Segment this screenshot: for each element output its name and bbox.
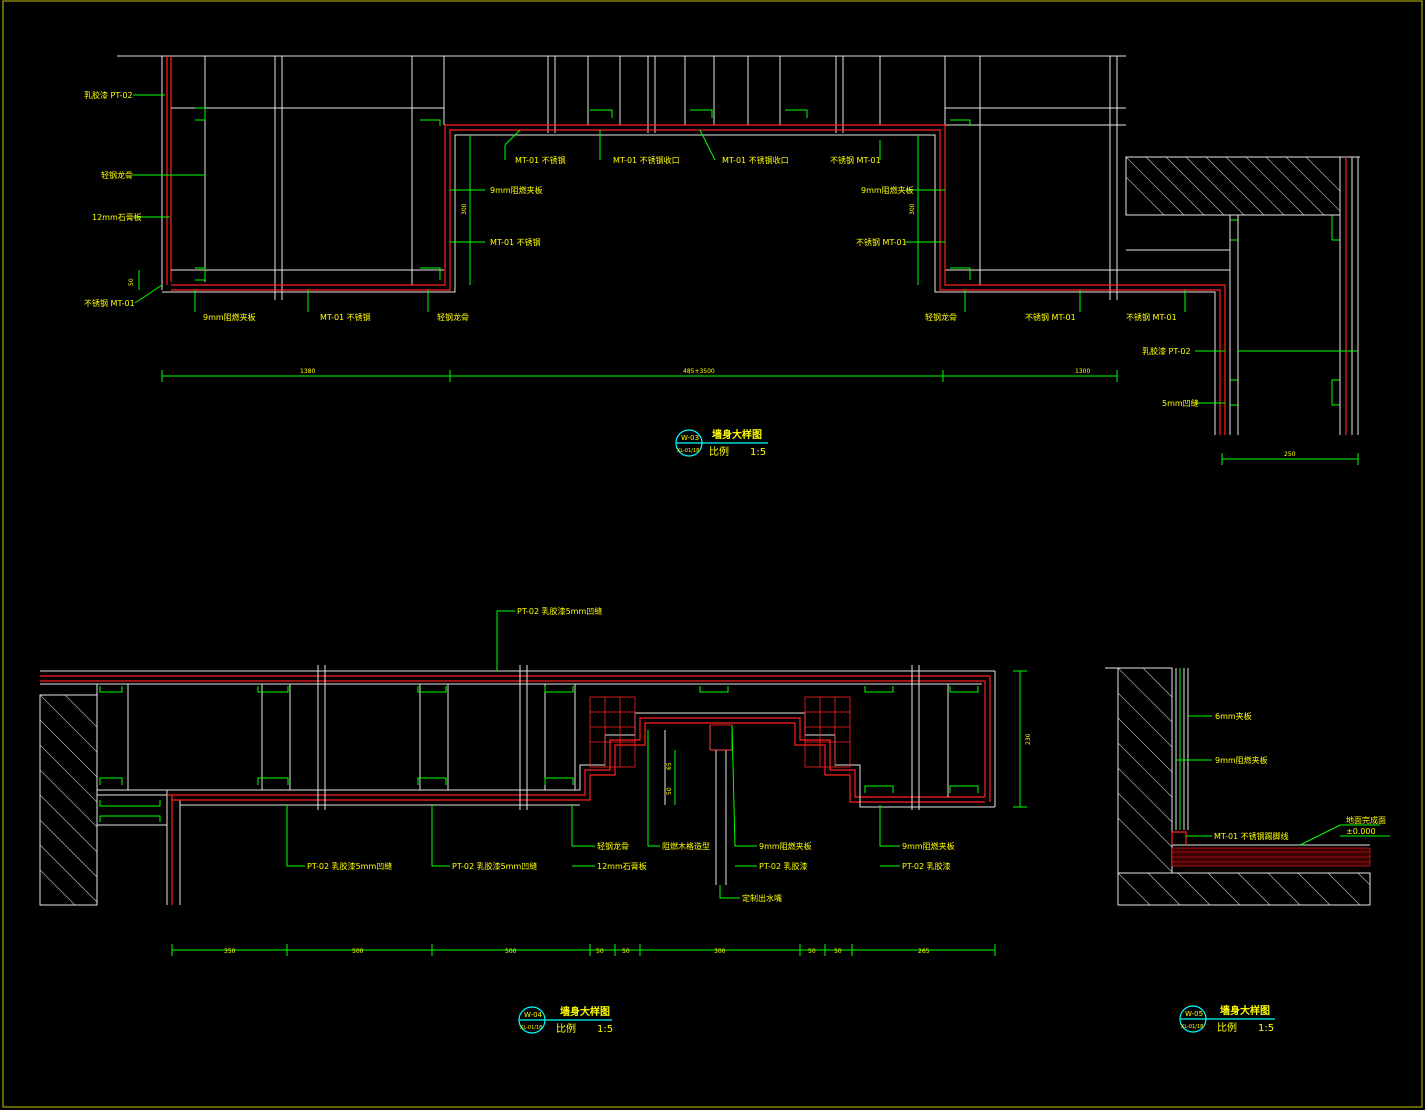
dim-6: 50 — [128, 278, 135, 286]
label-d2-plywood-1: 9mm阻燃夹板 — [759, 841, 812, 851]
label-plywood-1: 9mm阻燃夹板 — [490, 185, 543, 195]
title-w04: 墙身大样图 — [560, 1005, 610, 1018]
label-light-steel: 轻钢龙骨 — [101, 170, 133, 180]
label-d2-plywood-2: 9mm阻燃夹板 — [902, 841, 955, 851]
tag-w04: W-04 — [524, 1011, 543, 1019]
label-mt01-4: MT-01 不锈钢收口 — [722, 155, 789, 165]
label-plywood-3: 9mm阻燃夹板 — [203, 312, 256, 322]
label-d3-plywood-6: 6mm夹板 — [1215, 711, 1252, 721]
tag-w04-sheet: XL-01/18 — [520, 1025, 542, 1031]
d2-dim-2: 500 — [352, 948, 364, 955]
label-gypsum-12: 12mm石膏板 — [92, 212, 142, 222]
d2-dim-3: 500 — [505, 948, 517, 955]
d2-dim-10: 230 — [1025, 733, 1032, 745]
label-d2-pt02-2: PT-02 乳胶漆5mm凹缝 — [452, 861, 537, 871]
label-mt01-5: 不锈钢 MT-01 — [830, 155, 881, 165]
label-mt01-6: MT-01 不锈钢 — [490, 237, 541, 247]
label-light-steel-2: 轻钢龙骨 — [437, 312, 469, 322]
d2-dim-6: 300 — [714, 948, 726, 955]
label-d3-floor: 地面完成面 — [1346, 815, 1386, 825]
d2-dim-1: 350 — [224, 948, 236, 955]
label-mt01-1: 不锈钢 MT-01 — [84, 298, 135, 308]
dim-2: 485+3500 — [683, 368, 715, 375]
label-d2-steel: 轻钢龙骨 — [597, 841, 629, 851]
drawing-w05: 6mm夹板 9mm阻燃夹板 MT-01 不锈钢踢脚线 地面完成面 ±0.000 … — [1105, 667, 1390, 1034]
d2-dim-9: 265 — [918, 948, 930, 955]
label-d3-plywood-9: 9mm阻燃夹板 — [1215, 755, 1268, 765]
dim-4: 300 — [461, 203, 468, 215]
label-mt01-2: MT-01 不锈钢 — [515, 155, 566, 165]
drawing-w03: 乳胶漆 PT-02 轻钢龙骨 12mm石膏板 不锈钢 MT-01 MT-01 不… — [84, 55, 1360, 465]
label-light-steel-3: 轻钢龙骨 — [925, 312, 957, 322]
label-d2-pt02-3: PT-02 乳胶漆 — [759, 861, 808, 871]
label-d2-spout: 定制出水嘴 — [742, 893, 782, 903]
label-mt01-3: MT-01 不锈钢收口 — [613, 155, 680, 165]
dim-7: 250 — [1284, 451, 1296, 458]
label-pt02-1: 乳胶漆 PT-02 — [84, 90, 133, 100]
d2-dim-5: 50 — [622, 948, 630, 955]
label-mt01-10: 不锈钢 MT-01 — [1126, 312, 1177, 322]
drawing-w04: PT-02 乳胶漆5mm凹缝 PT-02 乳胶漆5mm凹缝 PT-02 乳胶漆5… — [39, 606, 1032, 1035]
label-d2-pt02-top: PT-02 乳胶漆5mm凹缝 — [517, 606, 602, 616]
label-mt01-9: 不锈钢 MT-01 — [1025, 312, 1076, 322]
scale-label-w03: 比例 — [709, 445, 729, 458]
title-w05: 墙身大样图 — [1220, 1004, 1270, 1017]
tag-w05-sheet: XL-01/18 — [1181, 1024, 1203, 1030]
dim-3: 1300 — [1075, 368, 1090, 375]
label-d2-gypsum: 12mm石膏板 — [597, 861, 647, 871]
label-groove: 5mm凹缝 — [1162, 398, 1199, 408]
dim-1: 1380 — [300, 368, 315, 375]
label-d3-elevation: ±0.000 — [1346, 827, 1376, 836]
tag-w03-sheet: XL-01/18 — [677, 448, 699, 454]
tag-w05: W-05 — [1185, 1010, 1203, 1018]
dim-5: 300 — [909, 203, 916, 215]
scale-label-w05: 比例 — [1217, 1021, 1237, 1034]
label-mt01-8: MT-01 不锈钢 — [320, 312, 371, 322]
d2-dim-12: 50 — [666, 787, 673, 795]
d2-dim-7: 50 — [808, 948, 816, 955]
label-d2-pt02-1: PT-02 乳胶漆5mm凹缝 — [307, 861, 392, 871]
d2-dim-11: 65 — [666, 762, 673, 770]
d2-dim-8: 50 — [834, 948, 842, 955]
scale-w05: 1:5 — [1258, 1023, 1274, 1034]
title-w03: 墙身大样图 — [712, 428, 762, 441]
tag-w03: W-03 — [681, 434, 699, 442]
scale-label-w04: 比例 — [556, 1022, 576, 1035]
label-d2-pt02-4: PT-02 乳胶漆 — [902, 861, 951, 871]
label-d2-timber-grid: 阻燃木格造型 — [662, 841, 710, 851]
label-d3-skirting: MT-01 不锈钢踢脚线 — [1214, 831, 1289, 841]
label-pt02-2: 乳胶漆 PT-02 — [1142, 346, 1191, 356]
scale-w03: 1:5 — [750, 447, 766, 458]
label-plywood-2: 9mm阻燃夹板 — [861, 185, 914, 195]
d2-dim-4: 50 — [596, 948, 604, 955]
scale-w04: 1:5 — [597, 1024, 613, 1035]
label-mt01-7: 不锈钢 MT-01 — [856, 237, 907, 247]
